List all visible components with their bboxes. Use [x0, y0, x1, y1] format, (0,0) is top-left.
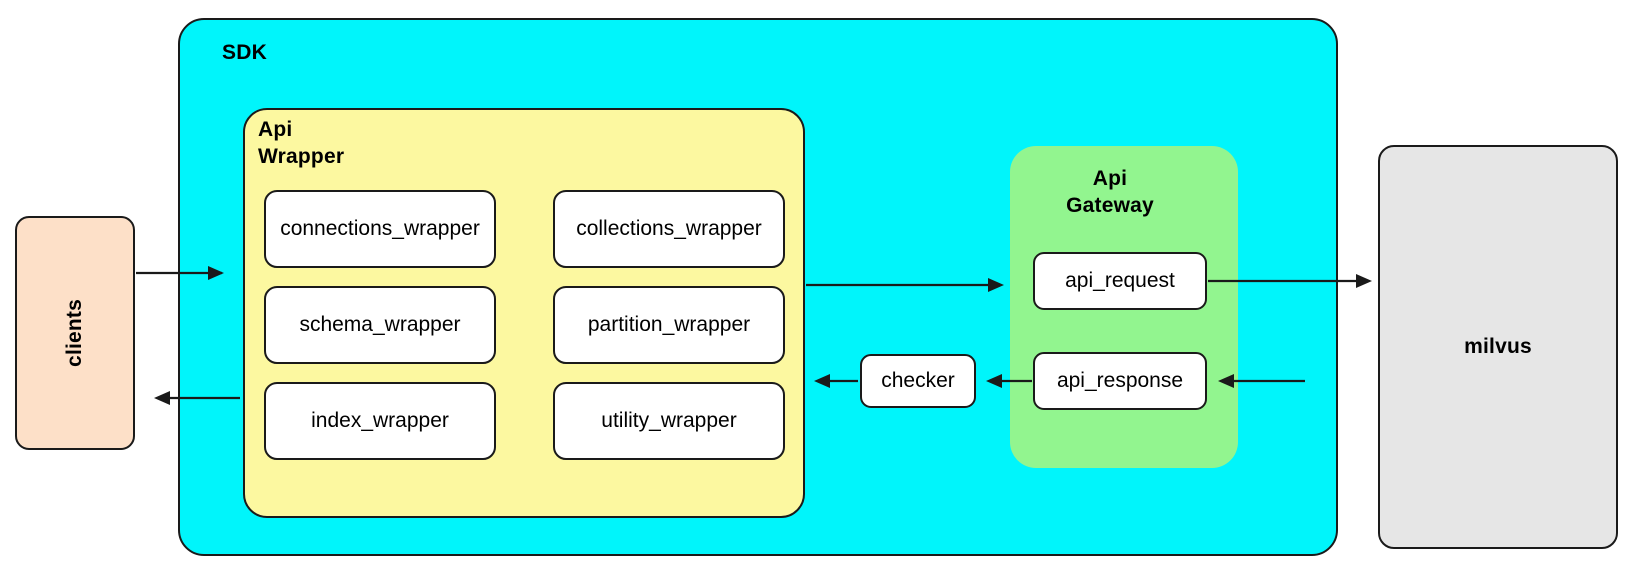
cell-connections-wrapper-label: connections_wrapper — [280, 217, 480, 240]
cell-api-request-label: api_request — [1065, 269, 1175, 292]
cell-api-response-label: api_response — [1056, 369, 1184, 392]
api-wrapper-title: Api Wrapper — [258, 116, 428, 170]
api-wrapper-title-line2: Wrapper — [258, 145, 345, 168]
sdk-title: SDK — [222, 41, 267, 64]
clients-box[interactable]: clients — [15, 216, 135, 450]
milvus-box[interactable]: milvus — [1378, 145, 1618, 549]
cell-index-wrapper[interactable]: index_wrapper — [264, 382, 496, 460]
api-wrapper-title-line1: Api — [258, 118, 293, 141]
cell-collections-wrapper[interactable]: collections_wrapper — [553, 190, 785, 268]
cell-schema-wrapper-label: schema_wrapper — [299, 313, 461, 336]
milvus-label: milvus — [1464, 335, 1532, 358]
cell-api-request[interactable]: api_request — [1033, 252, 1207, 310]
cell-collections-wrapper-label: collections_wrapper — [576, 217, 762, 240]
api-gateway-title: Api Gateway — [1030, 165, 1190, 219]
cell-index-wrapper-label: index_wrapper — [311, 409, 449, 432]
checker-label: checker — [881, 369, 955, 392]
api-gateway-title-line2: Gateway — [1066, 194, 1154, 217]
cell-utility-wrapper-label: utility_wrapper — [601, 409, 737, 432]
cell-partition-wrapper[interactable]: partition_wrapper — [553, 286, 785, 364]
cell-partition-wrapper-label: partition_wrapper — [587, 313, 751, 336]
cell-schema-wrapper[interactable]: schema_wrapper — [264, 286, 496, 364]
clients-label: clients — [63, 299, 86, 367]
checker-box[interactable]: checker — [860, 354, 976, 408]
cell-utility-wrapper[interactable]: utility_wrapper — [553, 382, 785, 460]
api-gateway-title-line1: Api — [1092, 167, 1128, 190]
cell-connections-wrapper[interactable]: connections_wrapper — [264, 190, 496, 268]
cell-api-response[interactable]: api_response — [1033, 352, 1207, 410]
